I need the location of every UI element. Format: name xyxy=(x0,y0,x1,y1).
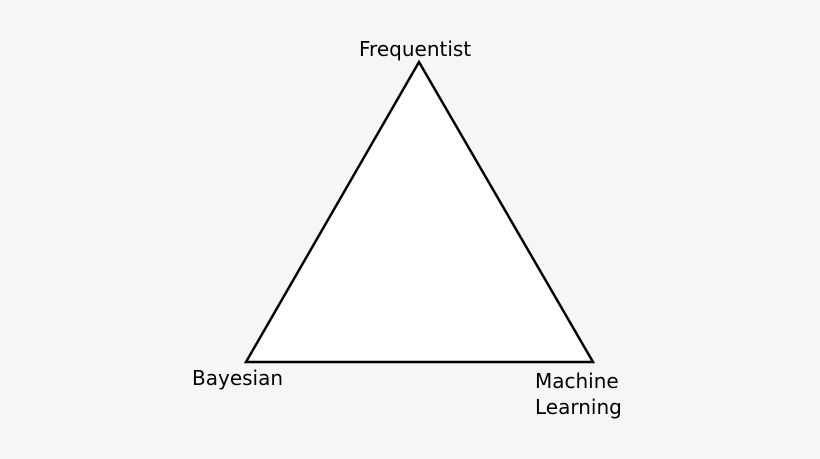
vertex-label-machine-learning-line1: Machine xyxy=(535,369,619,393)
triangle-shape xyxy=(243,59,596,364)
vertex-label-frequentist: Frequentist xyxy=(359,37,472,61)
vertex-label-machine-learning-line2: Learning xyxy=(535,395,622,419)
vertex-label-machine-learning: Machine Learning xyxy=(535,368,622,420)
vertex-label-bayesian: Bayesian xyxy=(192,366,284,390)
